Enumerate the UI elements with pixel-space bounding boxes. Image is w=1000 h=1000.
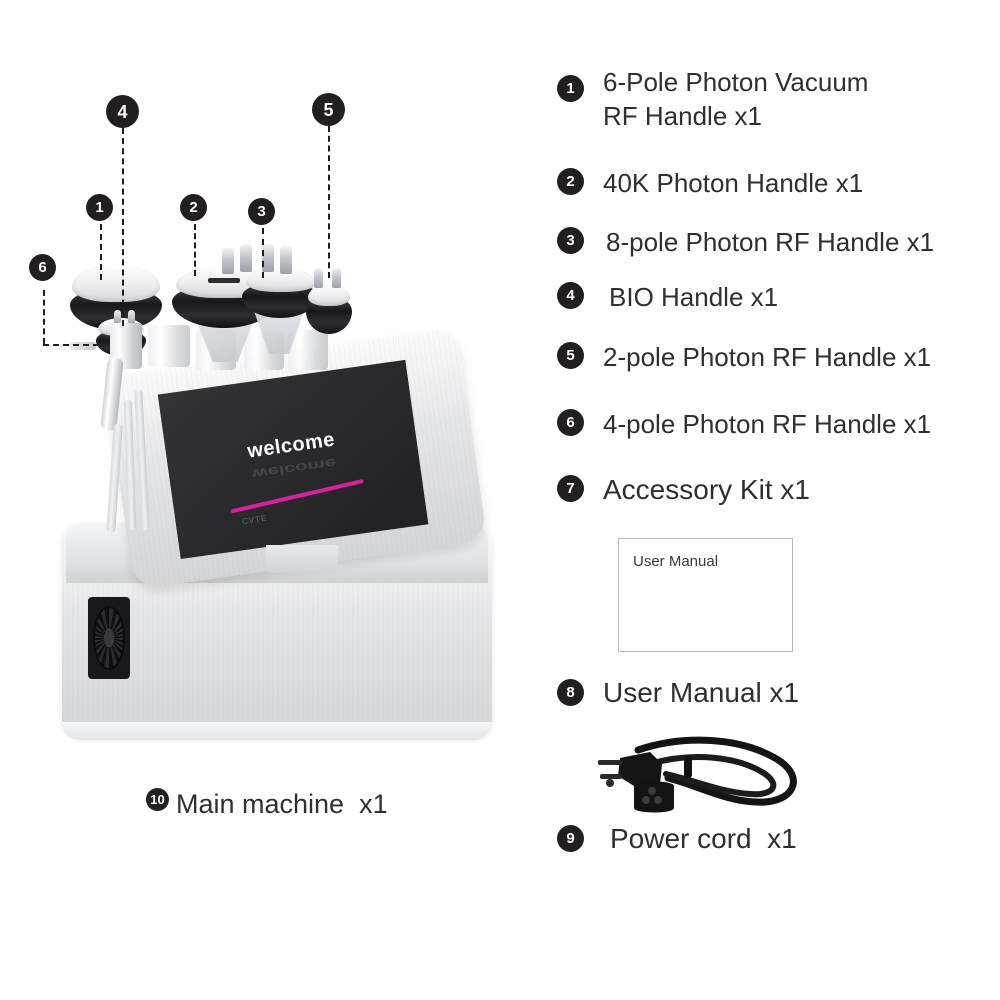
handle3-pin-2 bbox=[240, 244, 252, 272]
cord-socket-hole-1 bbox=[642, 796, 650, 804]
cord-iec-socket bbox=[634, 781, 674, 813]
legend-label-9: Power cord x1 bbox=[610, 823, 797, 854]
cord-socket-hole-3 bbox=[648, 787, 656, 795]
handle4-pin-left bbox=[114, 310, 121, 326]
handle1-white-head bbox=[72, 264, 160, 302]
power-cord-illustration bbox=[598, 736, 797, 813]
cord-plug-body bbox=[618, 752, 662, 786]
legend-label-2: 40K Photon Handle x1 bbox=[603, 168, 864, 198]
handle3-pin-4 bbox=[280, 246, 292, 274]
screen-brand-logo: CVTE bbox=[241, 513, 268, 527]
fan-blades bbox=[92, 606, 126, 670]
callout-badge-3: 3 bbox=[248, 198, 275, 225]
legend-label-7: Accessory Kit x1 bbox=[603, 474, 810, 505]
cord-prong-bottom bbox=[600, 774, 622, 779]
main-machine-label: Main machine x1 bbox=[176, 789, 388, 819]
callout-badge-6: 6 bbox=[29, 254, 56, 281]
leader-line-2 bbox=[194, 224, 196, 276]
callout-badge-5: 5 bbox=[312, 93, 345, 126]
handle5-white-head bbox=[308, 284, 350, 306]
user-manual-illustration: User Manual bbox=[618, 538, 793, 652]
cord-ground-pin bbox=[606, 779, 614, 787]
callout-badge-4: 4 bbox=[106, 95, 139, 128]
legend-badge-5: 5 bbox=[557, 342, 584, 369]
leader-line-3 bbox=[262, 228, 264, 278]
legend-label-5: 2-pole Photon RF Handle x1 bbox=[603, 342, 932, 372]
legend-badge-8: 8 bbox=[557, 679, 584, 706]
callout-badge-1: 1 bbox=[86, 194, 113, 221]
cooling-fan-icon bbox=[88, 597, 130, 679]
screen-progress-bar bbox=[230, 478, 364, 514]
user-manual-box-caption: User Manual bbox=[633, 553, 719, 570]
handle6-tip bbox=[70, 342, 96, 350]
legend-label-8: User Manual x1 bbox=[603, 677, 800, 708]
legend-badge-1: 1 bbox=[557, 75, 584, 102]
machine-body-foot bbox=[62, 722, 492, 740]
cord-cable-inner bbox=[647, 754, 777, 798]
handle2-slot bbox=[208, 278, 240, 283]
device-screen[interactable]: welcome welcome CVTE bbox=[157, 359, 429, 560]
holder-cup-1 bbox=[148, 325, 190, 367]
cord-prong-top bbox=[598, 760, 622, 765]
legend-label-3: 8-pole Photon RF Handle x1 bbox=[606, 227, 935, 257]
display-neck bbox=[266, 545, 338, 573]
leader-line-5 bbox=[328, 126, 330, 278]
handle3-pin-1 bbox=[222, 248, 234, 274]
legend-badge-6: 6 bbox=[557, 409, 584, 436]
handle4-pin-right bbox=[128, 310, 135, 326]
main-machine-badge: 10 bbox=[146, 788, 169, 811]
legend-badge-2: 2 bbox=[557, 168, 584, 195]
legend-badge-9: 9 bbox=[557, 825, 584, 852]
legend-label-1: 6-Pole Photon Vacuum RF Handle x1 bbox=[603, 67, 869, 131]
cord-tie bbox=[684, 756, 692, 778]
legend-badge-7: 7 bbox=[557, 475, 584, 502]
handle3-pin-3 bbox=[262, 244, 274, 272]
legend-label-4: BIO Handle x1 bbox=[609, 282, 779, 312]
leader-line-1 bbox=[100, 224, 102, 280]
leader-line-4 bbox=[122, 128, 124, 326]
legend-badge-4: 4 bbox=[557, 282, 584, 309]
handle5-pin-left bbox=[314, 268, 323, 288]
callout-badge-2: 2 bbox=[180, 194, 207, 221]
fan-hub bbox=[104, 628, 114, 648]
legend-label-6: 4-pole Photon RF Handle x1 bbox=[603, 409, 932, 439]
leader-line-6-vertical bbox=[43, 290, 45, 344]
legend-badge-3: 3 bbox=[557, 227, 584, 254]
leader-line-6-horizontal bbox=[43, 344, 99, 346]
handle5-pin-right bbox=[332, 268, 341, 288]
main-machine-illustration: welcome welcome CVTE bbox=[0, 0, 540, 860]
cord-cable-outer bbox=[634, 736, 797, 806]
cord-socket-hole-2 bbox=[654, 796, 662, 804]
